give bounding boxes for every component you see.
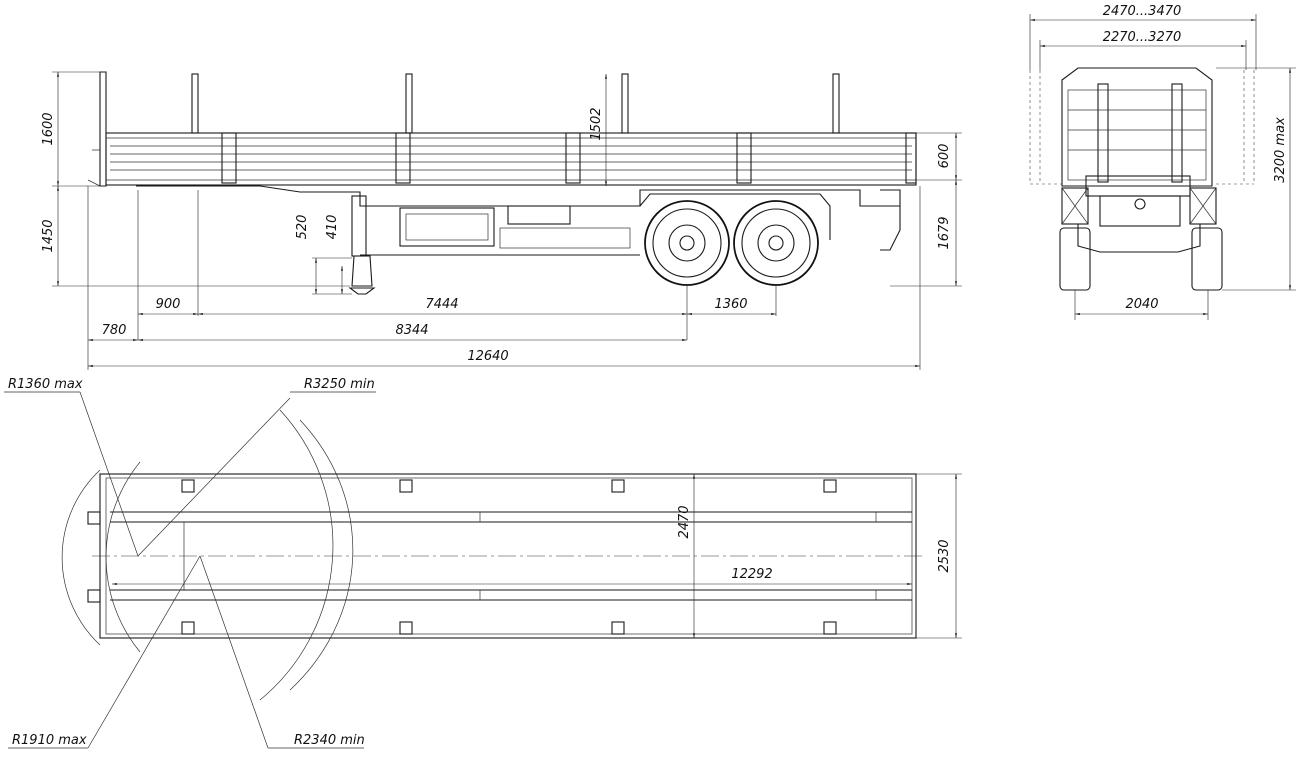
dim-3200max: 3200 max [1273,117,1288,183]
dim-900: 900 [156,297,181,312]
dim-1450: 1450 [41,219,56,252]
wheel-front [644,200,730,286]
dim-2270-3270: 2270...3270 [1103,30,1182,45]
r2340-label: R2340 min [294,733,365,748]
top-view: R1360 max R3250 min R1910 max R2340 min … [4,377,962,749]
dim-1502: 1502 [589,107,604,140]
side-view: 12640 8344 780 7444 900 1360 1600 1450 1… [41,71,962,370]
dim-8344: 8344 [395,323,428,338]
r3250-label: R3250 min [304,377,375,392]
dim-1360: 1360 [714,297,747,312]
dim-1600: 1600 [41,112,56,145]
dim-410: 410 [325,215,340,240]
dim-520: 520 [295,215,310,240]
dim-7444: 7444 [425,297,458,312]
dim-780: 780 [102,323,127,338]
dim-2470-top: 2470 [677,505,692,538]
r1360-label: R1360 max [8,377,83,392]
r1910-label: R1910 max [12,733,87,748]
dim-2040: 2040 [1125,297,1158,312]
dim-2470-3470: 2470...3470 [1103,4,1182,19]
dim-600: 600 [937,144,952,169]
dim-12292: 12292 [731,567,772,582]
dim-2530: 2530 [937,539,952,572]
dim-1679: 1679 [937,216,952,249]
wheel-rear [733,200,819,286]
dim-12640: 12640 [467,349,508,364]
rear-view: 2470...3470 2270...3270 3200 max 2040 [1029,4,1296,320]
